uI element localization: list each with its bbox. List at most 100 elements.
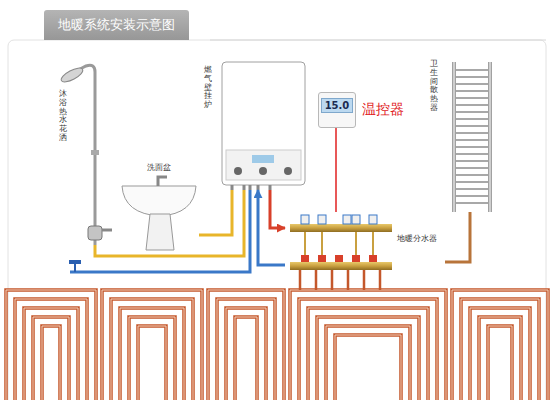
boiler-area: 燃气壁挂炉 <box>200 58 310 190</box>
floor-heating-pipe <box>120 308 184 400</box>
floor-heating-pipe <box>138 326 166 400</box>
shower-head <box>59 65 84 84</box>
boiler-stubs <box>232 185 270 190</box>
shower-area: 沐浴热水花洒 <box>55 60 105 245</box>
diagram-title: 地暖系统安装示意图 <box>58 16 175 34</box>
floor-heating-pipe <box>217 299 275 400</box>
shower-bracket <box>91 150 99 155</box>
floor-heating-pipe-core <box>226 308 266 400</box>
floor-heating-pipe <box>479 317 521 400</box>
heating-supply-pipe <box>270 190 285 228</box>
floor-heating-pipe-core <box>42 326 60 400</box>
floor-heating-pipe-core <box>138 326 166 400</box>
thermostat-label: 温控器 <box>362 101 404 119</box>
frame <box>8 40 546 400</box>
floor-heating-pipe-core <box>217 299 275 400</box>
signal-wire <box>335 128 337 212</box>
floor-heating-pipe <box>33 317 69 400</box>
basin-area: 洗面盆 <box>118 160 199 250</box>
floor-heating-pipe-core <box>479 317 521 400</box>
floor-heating-pipe-core <box>461 299 539 400</box>
manifold-cap <box>301 255 309 262</box>
inlet-valve-handle <box>69 260 81 264</box>
radiator-rails <box>456 70 488 203</box>
basin-faucet <box>158 177 167 186</box>
manifold-return-bar <box>290 262 392 270</box>
radiator-area: 卫生间散热器 <box>428 55 500 215</box>
thermostat-display: 15.0 <box>321 98 354 113</box>
shower-mixer <box>88 226 102 240</box>
shower-label: 沐浴热水花洒 <box>59 90 67 143</box>
boiler-display <box>252 155 274 163</box>
floor-heating-pipe <box>470 308 530 400</box>
floor-heating-pipe <box>24 308 78 400</box>
manifold-valve <box>301 215 309 224</box>
boiler-knob <box>284 167 292 175</box>
radiator-post <box>452 62 456 212</box>
radiator-post <box>488 62 492 212</box>
thermostat: 15.0 温控器 <box>318 92 404 128</box>
manifold-valve <box>318 215 326 224</box>
floor-heating-pipe-core <box>470 308 530 400</box>
floor-heating-pipe-core <box>308 308 428 400</box>
floor-heating-pipe <box>461 299 539 400</box>
floor-heating-pipe-core <box>335 335 401 400</box>
title-rule <box>210 40 546 41</box>
cold-water-pipe <box>70 190 250 272</box>
floor-heating-pipe-core <box>299 299 437 400</box>
manifold-valve <box>369 215 377 224</box>
manifold-cap <box>318 255 326 262</box>
floor-heating-pipe <box>111 299 193 400</box>
radiator-label: 卫生间散热器 <box>430 60 438 113</box>
floor-heating-pipe <box>488 326 512 400</box>
floor-heating-pipe-core <box>326 326 410 400</box>
shower-pipe <box>80 65 95 245</box>
floor-heating-pipe-core <box>235 317 257 400</box>
mixer-handle <box>102 229 112 232</box>
manifold-valve <box>343 215 351 224</box>
floor-heating-pipe-core <box>33 317 69 400</box>
floor-heating-pipe <box>226 308 266 400</box>
boiler-label: 燃气壁挂炉 <box>204 66 212 110</box>
manifold-area: 地暖分水器 <box>285 212 445 272</box>
radiator-pipe <box>445 215 470 262</box>
manifold-cap <box>335 255 343 262</box>
heating-return-pipe <box>258 190 285 265</box>
floor-heating-pipe <box>299 299 437 400</box>
floor-heating-pipe <box>235 317 257 400</box>
thermostat-body: 15.0 <box>318 92 356 128</box>
manifold-risers <box>305 232 373 262</box>
floor-heating-coils <box>6 290 548 400</box>
floor-heating-pipe <box>290 290 446 400</box>
basin-label: 洗面盆 <box>118 162 199 173</box>
manifold-label: 地暖分水器 <box>397 233 437 244</box>
floor-heating-pipe-core <box>488 326 512 400</box>
boiler-knob <box>259 167 267 175</box>
floor-heating-pipe <box>208 290 284 400</box>
floor-heating-pipe <box>102 290 202 400</box>
manifold-outlets <box>300 270 380 290</box>
basin-pedestal <box>146 214 174 250</box>
hot-water-pipe <box>95 190 244 256</box>
floor-heating-pipe-core <box>15 299 87 400</box>
radiator-stub <box>469 212 472 215</box>
floor-heating-pipe-core <box>24 308 78 400</box>
floor-heating-pipe-core <box>111 299 193 400</box>
floor-heating-pipe-core <box>208 290 284 400</box>
floor-heating-pipe <box>6 290 96 400</box>
basin-bowl <box>122 186 196 216</box>
floor-heating-pipe <box>42 326 60 400</box>
floor-heating-pipe <box>335 335 401 400</box>
hot-water-pipe <box>199 190 232 235</box>
floor-heating-pipe-core <box>317 317 419 400</box>
boiler-panel <box>226 150 301 180</box>
floor-heating-pipe <box>129 317 175 400</box>
floor-heating-pipe-core <box>120 308 184 400</box>
floor-heating-pipe-core <box>6 290 96 400</box>
manifold-valve <box>352 215 360 224</box>
boiler-knob <box>234 167 242 175</box>
floor-heating-pipe <box>452 290 548 400</box>
